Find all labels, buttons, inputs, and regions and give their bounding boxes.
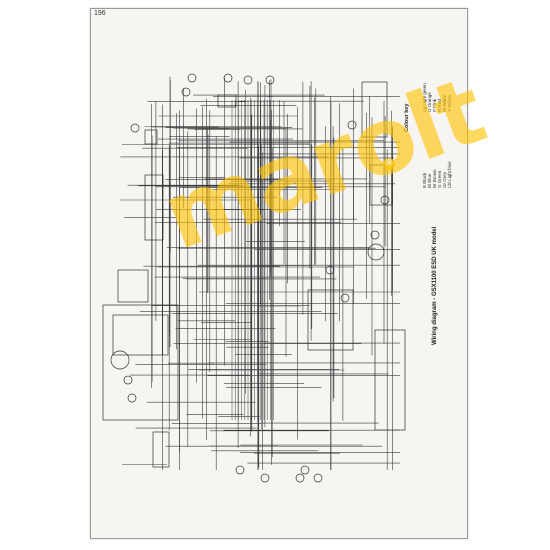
component-block [374, 329, 406, 431]
bulb-symbol [130, 123, 140, 133]
component-block [144, 129, 158, 145]
bulb-symbol [265, 75, 275, 85]
colour-key-entry: Y Yellow [447, 95, 452, 112]
component-block [217, 94, 237, 108]
bulb-symbol [260, 473, 270, 483]
colour-key-column: B Black Bl Blue Br Brown G Green Gr Grey… [422, 161, 452, 188]
bulb-symbol [325, 265, 335, 275]
bulb-symbol [370, 230, 380, 240]
bulb-symbol [340, 293, 350, 303]
component-block [369, 164, 393, 206]
page-number: 196 [94, 10, 106, 17]
bulb-symbol [380, 195, 390, 205]
component-block [144, 174, 164, 241]
colour-key-entry: Lbl Light blue [447, 161, 452, 188]
bulb-symbol [367, 243, 385, 261]
bulb-symbol [243, 75, 253, 85]
component-block [102, 304, 179, 421]
bulb-symbol [127, 393, 137, 403]
bulb-symbol [295, 473, 305, 483]
component-block [112, 314, 169, 356]
bulb-symbol [223, 73, 233, 83]
bulb-symbol [347, 120, 357, 130]
bulb-symbol [313, 473, 323, 483]
component-block [117, 269, 149, 303]
bulb-symbol [187, 73, 197, 83]
bulb-symbol [300, 465, 310, 475]
colour-key-heading: Colour key [404, 103, 410, 132]
component-block [152, 431, 170, 468]
component-block [361, 81, 388, 138]
component-block [307, 289, 354, 351]
bulb-symbol [123, 375, 133, 385]
registered-mark-icon: ® [383, 158, 395, 170]
colour-key-column: Lg Light green O Orange P Pink R Red W W… [422, 83, 452, 112]
bulb-symbol [110, 350, 130, 370]
diagram-title: Wiring diagram - GSX1100 ESD UK model [432, 226, 438, 345]
bulb-symbol [235, 465, 245, 475]
bulb-symbol [181, 87, 191, 97]
